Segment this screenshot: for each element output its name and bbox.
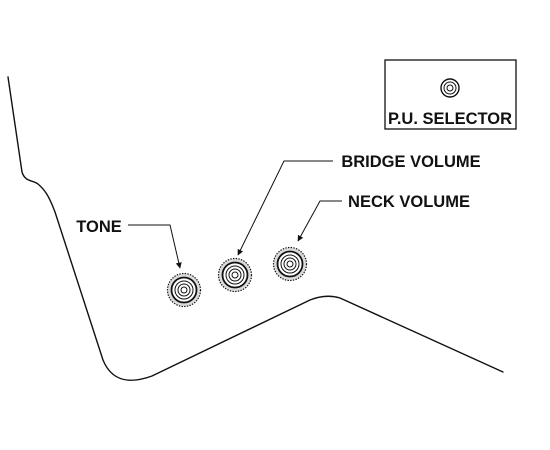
pu-selector-box: P.U. SELECTOR (384, 59, 517, 130)
neck-volume-leader (297, 200, 342, 242)
guitar-body-outline (7, 76, 504, 381)
selector-switch-icon (440, 78, 460, 98)
tone-knob-icon (166, 272, 202, 308)
bridge-volume-label: BRIDGE VOLUME (341, 153, 480, 171)
neck-volume-label: NECK VOLUME (348, 193, 470, 211)
tone-label: TONE (76, 218, 122, 236)
tone-leader (128, 224, 182, 269)
neck-volume-knob-icon (272, 246, 308, 282)
pu-selector-label: P.U. SELECTOR (388, 110, 512, 128)
bridge-volume-knob-icon (217, 257, 253, 293)
bridge-volume-leader (237, 160, 333, 256)
